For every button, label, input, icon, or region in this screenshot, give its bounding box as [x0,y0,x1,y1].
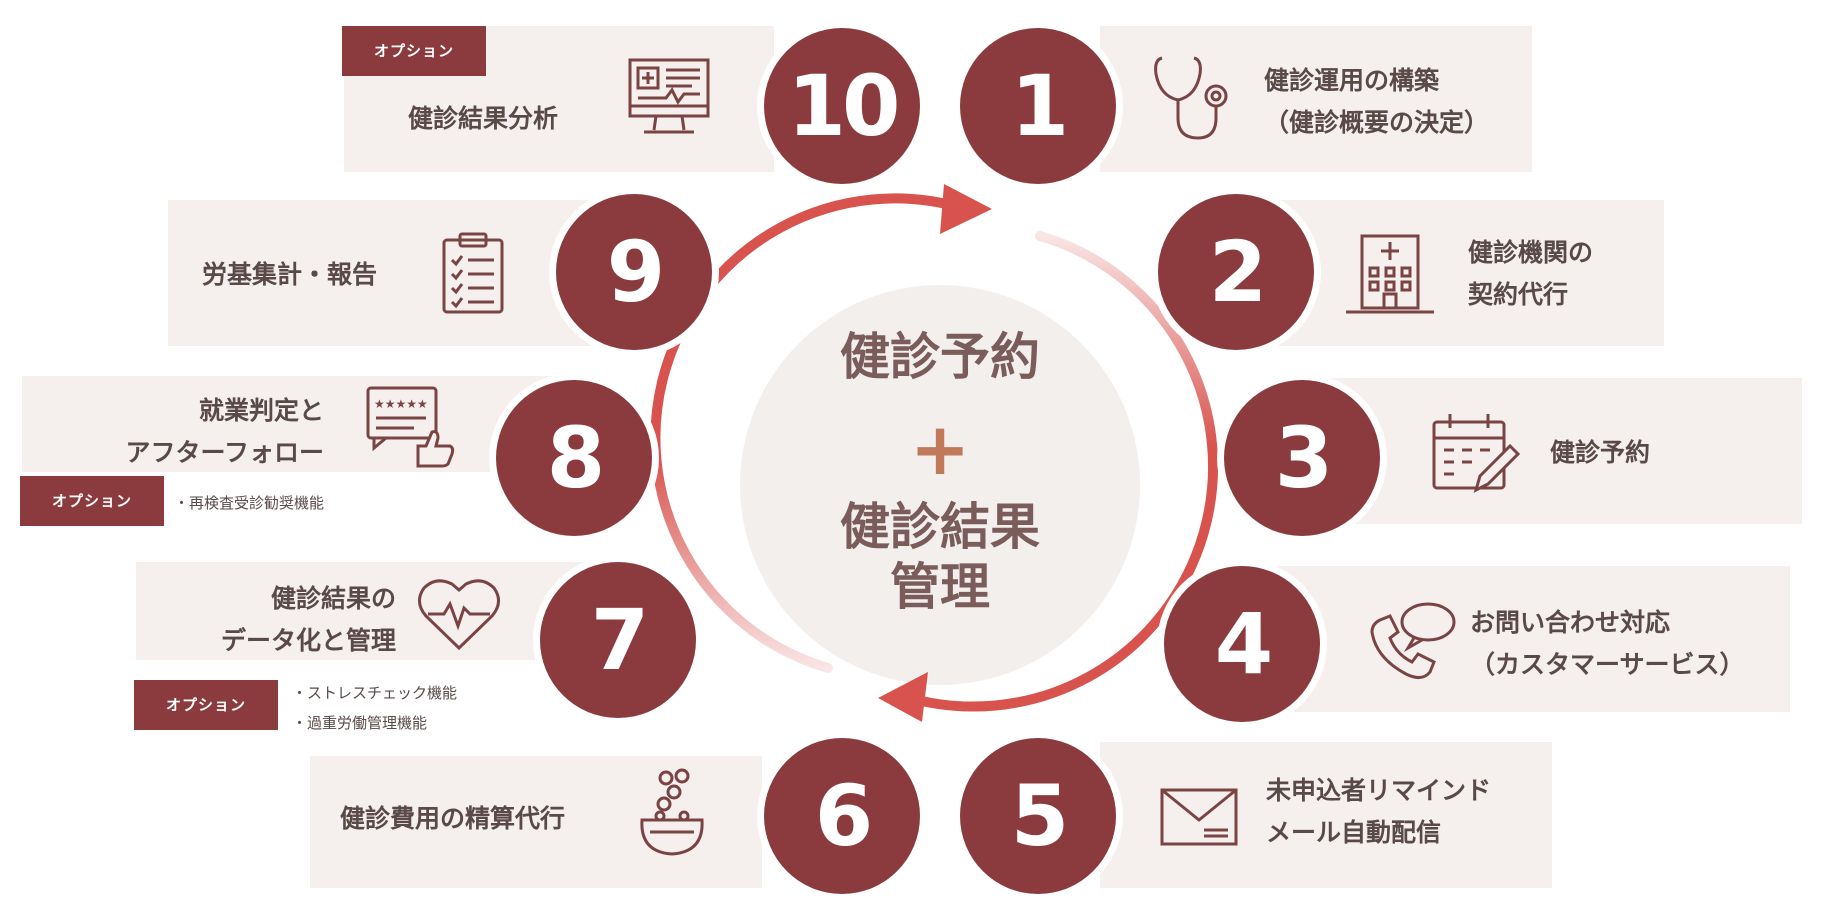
step-8-option-items: ・再検査受診勧奨機能 [174,488,324,518]
step-10-line1: 健診結果分析 [408,104,559,133]
step-9-line1: 労基集計・報告 [202,260,378,289]
step-7-option-badge: オプション [134,680,278,730]
step-8-number: 8 [496,380,652,536]
step-7-panel [136,562,606,660]
center-plus: + [909,407,971,491]
step-7-line1: 健診結果の [270,584,396,613]
step-7-option-items: ・ストレスチェック機能 ・過重労働管理機能 [292,678,457,738]
heart-pulse-icon [414,574,504,654]
step-8-label: 就業判定と アフターフォロー [104,390,324,474]
rating-thumbs-up-icon: ★★★★★ [364,384,456,470]
step-8-line2: アフターフォロー [125,438,324,467]
step-8-panel [22,376,552,472]
step-9-number: 9 [556,194,712,350]
phone-chat-icon [1366,598,1458,688]
center-title-line1: 健診予約 [840,328,1040,386]
step-6-line1: 健診費用の精算代行 [340,804,566,833]
step-9-panel [168,200,612,346]
stethoscope-icon [1150,52,1238,148]
step-4-line1: お問い合わせ対応 [1470,608,1671,637]
step-8-option-item: ・再検査受診勧奨機能 [174,494,325,512]
monitor-chart-icon [626,56,712,138]
center-title-line3: 管理 [890,558,990,616]
step-2-line1: 健診機関の [1468,238,1594,267]
clipboard-checklist-icon [440,232,506,316]
step-3-label: 健診予約 [1550,432,1650,474]
step-3-number: 3 [1224,380,1380,536]
step-5-line2: メール自動配信 [1266,818,1442,847]
step-2-number: 2 [1158,194,1314,350]
step-1-number: 1 [960,28,1116,184]
step-6-number: 6 [764,738,920,894]
calendar-pen-icon [1430,410,1522,502]
step-7-option-item: ・ストレスチェック機能 [292,684,458,702]
step-4-label: お問い合わせ対応 （カスタマーサービス） [1470,602,1745,686]
step-5-line1: 未申込者リマインド [1266,776,1492,805]
center-disc [740,285,1140,685]
step-3-panel [1312,378,1802,524]
step-9-label: 労基集計・報告 [202,254,377,296]
step-2-line2: 契約代行 [1468,280,1569,309]
step-6-label: 健診費用の精算代行 [340,798,565,840]
step-5-label: 未申込者リマインド メール自動配信 [1266,770,1491,854]
center-title-line2: 健診結果 [840,498,1040,556]
right-arc-arrow [901,231,1219,712]
left-arc-arrow [650,193,967,673]
step-7-label: 健診結果の データ化と管理 [196,578,396,662]
coin-purse-icon [636,768,708,860]
step-4-panel [1240,566,1790,712]
svg-text:★★★★★: ★★★★★ [374,397,428,411]
envelope-icon [1158,786,1240,848]
step-2-label: 健診機関の 契約代行 [1468,232,1593,316]
step-1-line2: （健診概要の決定） [1264,108,1490,137]
right-arrowhead [878,672,928,722]
step-4-line2: （カスタマーサービス） [1470,650,1745,679]
hospital-icon [1344,230,1436,318]
step-7-option-item: ・過重労働管理機能 [292,714,428,732]
step-1-line1: 健診運用の構築 [1264,66,1440,95]
step-5-panel [1100,742,1552,888]
step-10-option-badge: オプション [342,26,486,76]
step-4-number: 4 [1164,566,1320,722]
step-10-label: 健診結果分析 [408,98,558,140]
step-1-label: 健診運用の構築 （健診概要の決定） [1264,60,1489,144]
left-arrowhead [940,184,992,234]
step-8-line1: 就業判定と [198,396,324,425]
step-5-number: 5 [960,738,1116,894]
step-10-number: 10 [764,28,920,184]
step-7-number: 7 [540,562,696,718]
step-7-line2: データ化と管理 [220,626,396,655]
step-3-line1: 健診予約 [1550,438,1651,467]
step-8-option-badge: オプション [20,476,164,526]
